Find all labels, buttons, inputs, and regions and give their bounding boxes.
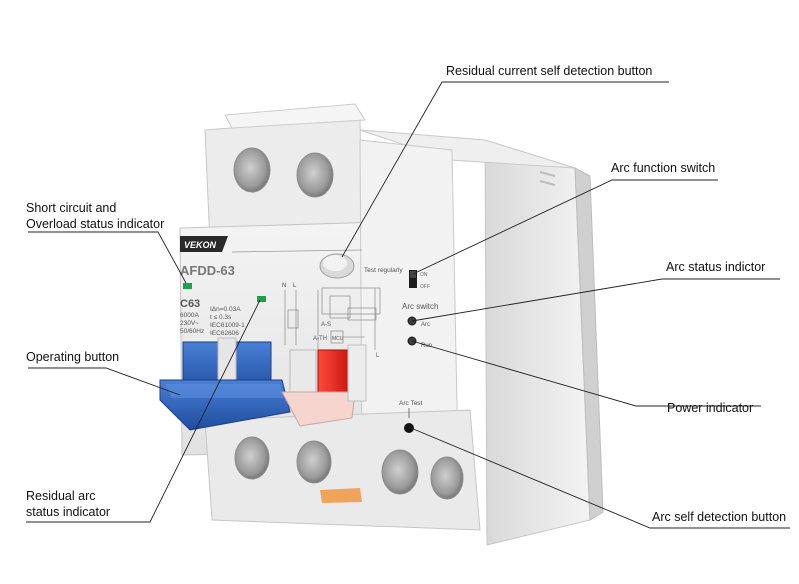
schematic-as: A-S: [321, 322, 331, 328]
callout-residual-button: Residual current self detection button: [446, 64, 652, 78]
bottom-terminal-1: [234, 436, 270, 480]
arc-test-button[interactable]: [404, 423, 414, 433]
switch-off-label: OFF: [420, 284, 430, 290]
callout-leaders: [26, 81, 790, 529]
circuit-schematic: [284, 287, 381, 350]
top-terminal-right: [296, 152, 334, 198]
schematic-n: N: [282, 283, 286, 289]
callout-arc-status: Arc status indictor: [666, 260, 765, 274]
top-terminal-left: [233, 147, 271, 193]
callout-operating-button: Operating button: [26, 350, 119, 364]
operating-handle-red[interactable]: [281, 344, 367, 427]
callout-power-indicator: Power indicator: [667, 401, 753, 415]
spec-line: 6000A: [180, 312, 199, 319]
terminal-holes: [233, 147, 464, 500]
schematic-l2: L: [376, 353, 380, 359]
callout-labels: Residual current self detection button A…: [26, 64, 786, 524]
residual-arc-indicator: [257, 296, 266, 302]
model-label: AFDD-63: [180, 263, 235, 278]
callout-residual-arc-line1: Residual arc: [26, 489, 95, 503]
spec-line: IΔn=0.03A: [210, 306, 241, 313]
spec-line: 230V~: [180, 320, 199, 327]
callout-arc-function-switch: Arc function switch: [611, 161, 715, 175]
spec-line: IEC62606: [210, 330, 239, 337]
bottom-terminal-3: [381, 449, 419, 495]
bottom-terminal-4: [430, 456, 464, 500]
spec-line: IEC61009-1: [210, 322, 245, 329]
spec-line: 50/60Hz: [180, 328, 204, 335]
schematic-mcu: MCU: [332, 336, 344, 342]
callout-short-circuit-line2: Overload status indicator: [26, 217, 164, 231]
brand-badge: VEKON: [180, 236, 363, 253]
test-regularly-label: Test regularly: [364, 267, 403, 274]
spec-line: t ≤ 0.3s: [210, 314, 232, 321]
arc-test-label: Arc Test: [399, 400, 423, 407]
run-led-label: Run: [421, 343, 432, 349]
operating-handle-blue[interactable]: [159, 337, 291, 431]
brand-logo: VEKON: [184, 240, 217, 250]
callout-short-circuit-line1: Short circuit and: [26, 201, 116, 215]
rating-label: C63: [180, 298, 200, 310]
specs-right: IΔn=0.03A t ≤ 0.3s IEC61009-1 IEC62606: [210, 306, 245, 337]
arc-switch-label: Arc switch: [402, 302, 438, 311]
arc-function-switch[interactable]: [409, 270, 417, 288]
callout-residual-arc-line2: status indicator: [26, 505, 110, 519]
short-circuit-indicator: [183, 283, 192, 289]
schematic-l: L: [293, 283, 297, 289]
specs-left: 6000A 230V~ 50/60Hz: [180, 312, 204, 335]
schematic-ath: A-TH: [313, 336, 327, 342]
bottom-terminal-2: [296, 440, 332, 484]
switch-on-label: ON: [420, 272, 428, 278]
arc-led-label: Arc: [421, 322, 430, 328]
residual-test-button[interactable]: [319, 253, 355, 279]
callout-arc-self-detection: Arc self detection button: [652, 510, 786, 524]
